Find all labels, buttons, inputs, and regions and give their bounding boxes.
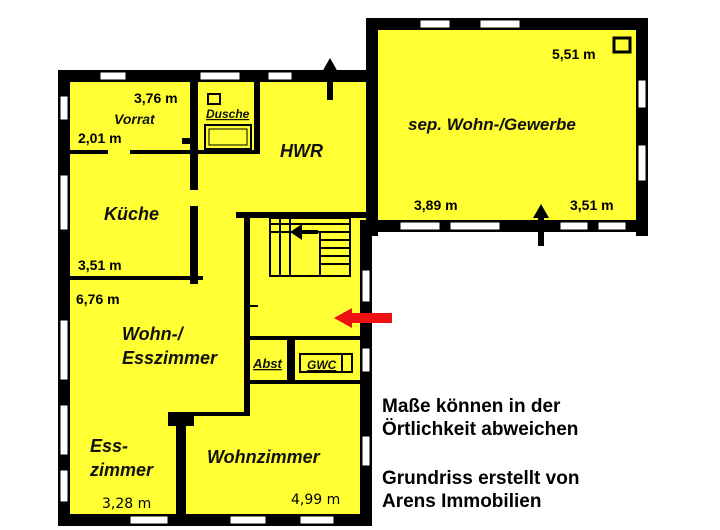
room-label-kueche: Küche xyxy=(104,204,159,224)
windows xyxy=(59,19,647,525)
hall-mark xyxy=(250,305,258,307)
entrance-arrow-top-icon xyxy=(322,58,338,72)
dim-gewerbe-left: 3,89 m xyxy=(414,197,458,213)
dim-esszimmer: 3,28 m xyxy=(102,496,151,512)
dim-wohnzimmer: 4,99 m xyxy=(291,492,340,508)
room-label-wohnzimmer: Wohnzimmer xyxy=(207,447,321,467)
credit-line-1: Grundriss erstellt von xyxy=(382,468,580,489)
stair-direction-icon xyxy=(290,224,302,240)
dim-gewerbe-width: 5,51 m xyxy=(552,46,596,62)
room-label-wohn-ess-2: Esszimmer xyxy=(122,348,218,368)
dim-wohn-ess: 6,76 m xyxy=(76,291,120,307)
room-label-abst: Abst xyxy=(252,356,283,371)
room-label-vorrat: Vorrat xyxy=(114,111,156,127)
entrance-arrow-top-shaft xyxy=(327,70,333,100)
disclaimer-line-2: Örtlichkeit abweichen xyxy=(382,419,579,440)
room-label-ess-2: zimmer xyxy=(89,460,154,480)
dim-kueche: 3,51 m xyxy=(78,257,122,273)
room-label-ess-1: Ess- xyxy=(90,436,128,456)
main-entrance-arrow-icon xyxy=(334,308,392,328)
entrance-arrow-bottom-shaft xyxy=(538,216,544,246)
shower-tub xyxy=(204,93,252,150)
interior-walls xyxy=(68,80,368,516)
room-label-wohn-ess-1: Wohn-/ xyxy=(122,324,185,344)
dim-vorrat-width: 3,76 m xyxy=(134,90,178,106)
entrance-arrows xyxy=(322,58,549,246)
staircase xyxy=(269,217,351,277)
toilet-icon xyxy=(299,353,353,373)
chimney-icon xyxy=(612,36,632,54)
entrance-arrow-bottom-icon xyxy=(533,204,549,218)
disclaimer-line-1: Maße können in der xyxy=(382,396,561,417)
credit-line-2: Arens Immobilien xyxy=(382,491,542,512)
dim-gewerbe-right: 3,51 m xyxy=(570,197,614,213)
dim-vorrat-depth: 2,01 m xyxy=(78,130,122,146)
commercial-floor-area xyxy=(368,20,646,225)
room-label-gwc: GWC xyxy=(307,358,337,372)
stair-arrow-shaft xyxy=(302,230,318,234)
room-label-dusche: Dusche xyxy=(206,107,250,121)
room-label-gewerbe: sep. Wohn-/Gewerbe xyxy=(408,115,576,134)
room-label-hwr: HWR xyxy=(280,141,323,161)
